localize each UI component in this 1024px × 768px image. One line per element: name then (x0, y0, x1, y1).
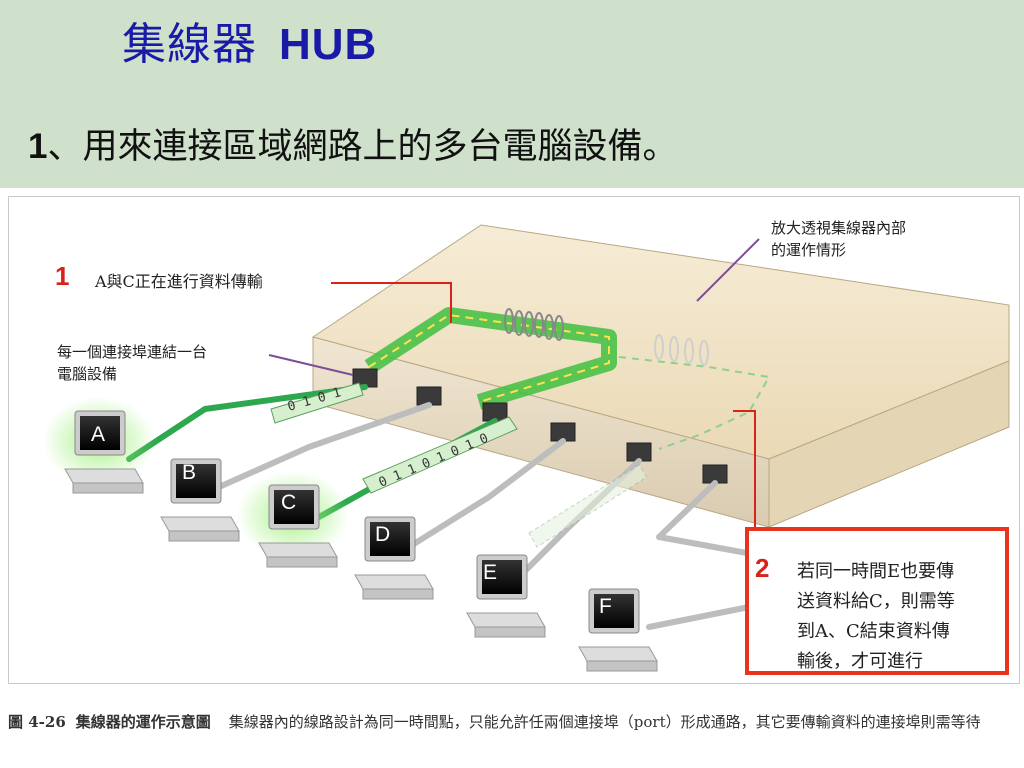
leader-line-inside (696, 238, 760, 302)
pc-d (354, 516, 434, 600)
port-label: 每一個連接埠連結一台 電腦設備 (57, 343, 208, 383)
active-data-path (364, 307, 617, 410)
note-line: 輸後，才可進行 (797, 651, 923, 672)
pc-label-a: A (91, 423, 106, 446)
title-chinese: 集線器 (122, 19, 257, 70)
hub-side-face (768, 360, 1010, 528)
bullet-point: 1、用來連接區域網路上的多台電腦設備。 (28, 118, 677, 169)
slide-title: 集線器 HUB (122, 8, 377, 72)
annotation-1-text: A與C正在進行資料傳輸 (95, 272, 263, 291)
bullet-text: 、用來連接區域網路上的多台電腦設備。 (47, 127, 678, 167)
annotation-number-1: 1 (55, 261, 70, 291)
svg-text:0 1 1 0 1 0 1 0: 0 1 1 0 1 0 1 0 (377, 431, 491, 491)
note-line: 若同一時間E也要傳 (797, 561, 955, 582)
leader-line-1 (331, 282, 452, 323)
hub-diagram: 0 1 0 1 0 1 1 0 1 0 1 0 (8, 196, 1020, 684)
pc-label-f: F (599, 595, 612, 618)
data-packet-e (528, 464, 648, 548)
waiting-path-dashed (618, 356, 771, 450)
pc-label-b: B (182, 461, 197, 484)
figure-number: 圖 4-26 (8, 713, 66, 731)
hub-illustration: 0 1 0 1 0 1 1 0 1 0 1 0 (43, 224, 1010, 672)
annotation-number-2: 2 (755, 553, 770, 583)
cable-b (216, 402, 432, 490)
note-line: 送資料給C，則需等 (797, 591, 955, 612)
figure-caption: 圖 4-26 集線器的運作示意圖集線器內的線路設計為同一時間點，只能允許任兩個連接… (8, 708, 1020, 736)
annotation-2-text: 若同一時間E也要傳 送資料給C，則需等 到A、C結束資料傳 輸後，才可進行 (797, 557, 955, 677)
note-line: 到A、C結束資料傳 (797, 621, 950, 642)
leader-line-2 (733, 410, 756, 527)
pc-f (578, 588, 658, 672)
pc-label-d: D (375, 523, 391, 546)
pc-a (43, 397, 155, 494)
pc-e (466, 554, 546, 638)
leader-line-port (268, 354, 354, 376)
annotation-2-box: 2 若同一時間E也要傳 送資料給C，則需等 到A、C結束資料傳 輸後，才可進行 (745, 527, 1009, 675)
pc-c (237, 471, 349, 568)
pc-label-e: E (483, 561, 498, 584)
hub-ports (352, 368, 728, 484)
title-english: HUB (279, 20, 378, 69)
pc-label-c: C (281, 491, 297, 514)
slide-header: 集線器 HUB 1、用來連接區域網路上的多台電腦設備。 (0, 0, 1024, 188)
figure-title: 集線器的運作示意圖 (75, 713, 211, 731)
figure-description: 集線器內的線路設計為同一時間點，只能允許任兩個連接埠（port）形成通路，其它要… (228, 713, 981, 731)
pc-b (160, 458, 240, 542)
cable-d (406, 438, 566, 550)
bullet-number: 1 (28, 127, 48, 166)
inside-view-label: 放大透視集線器內部 的運作情形 (771, 219, 907, 259)
